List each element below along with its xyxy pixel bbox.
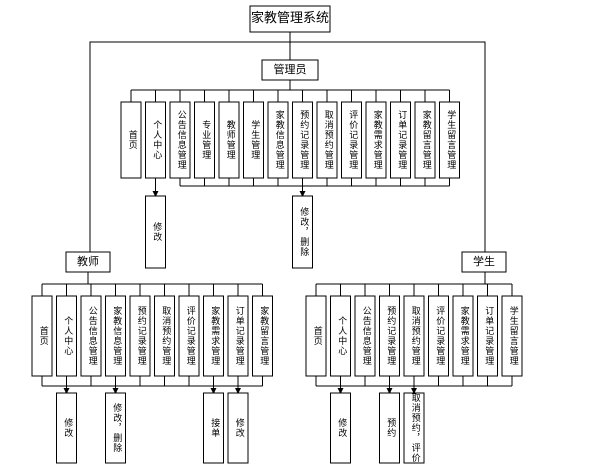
student-node-box (461, 251, 507, 273)
teacher-sub-order-box (227, 392, 249, 464)
teacher-module-7-label: 家教需求管理 (209, 306, 220, 366)
teacher-module-8-label: 订单记录管理 (233, 306, 244, 366)
teacher-module-5-label: 取消预约管理 (160, 306, 171, 366)
teacher-module-4-label: 预约记录管理 (135, 306, 146, 366)
teacher-sub-info-label: 修改，删除 (111, 403, 122, 453)
student-sub-booking-box (403, 392, 425, 464)
root-to-student-line (290, 41, 486, 252)
teacher-sub-order-label: 修改 (233, 418, 244, 438)
admin-module-0-box (120, 101, 142, 179)
admin-module-2-label: 公告信息管理 (175, 110, 186, 170)
student-module-8-label: 学生留言管理 (507, 306, 518, 366)
admin-sub-personal-label: 修改 (151, 222, 162, 242)
admin-module-6-label: 家教信息管理 (273, 110, 284, 170)
teacher-sub-demand-label: 接单 (209, 418, 220, 438)
teacher-module-6-label: 评价记录管理 (184, 306, 195, 366)
teacher-module-2-label: 公告信息管理 (86, 306, 97, 366)
admin-module-12-label: 家教留言管理 (420, 110, 431, 170)
student-sub-personal-box (330, 392, 351, 464)
student-module-1-label: 个人中心 (336, 316, 347, 356)
admin-module-0-label: 首页 (126, 130, 137, 150)
admin-module-3-label: 专业管理 (200, 120, 211, 160)
student-sub-info-label: 预约 (385, 418, 396, 438)
student-node-label: 学生 (473, 255, 495, 269)
teacher-sub-personal-label: 修改 (62, 418, 73, 438)
teacher-node-label: 教师 (77, 255, 99, 269)
student-module-6-label: 家教需求管理 (458, 306, 469, 366)
teacher-module-1-label: 个人中心 (62, 316, 73, 356)
admin-node-label: 管理员 (273, 63, 307, 77)
admin-sub-actions-box (292, 195, 313, 269)
teacher-module-9-label: 家教留言管理 (258, 306, 269, 366)
teacher-module-3-label: 家教信息管理 (111, 306, 122, 366)
student-sub-info-box (379, 392, 400, 464)
admin-sub-personal-box (145, 195, 166, 269)
admin-module-5-label: 学生管理 (249, 120, 260, 160)
admin-module-13-label: 学生留言管理 (445, 110, 456, 170)
root-node-label: 家教管理系统 (250, 11, 329, 27)
admin-module-9-label: 评价记录管理 (347, 110, 358, 170)
teacher-sub-demand-box (203, 392, 224, 464)
admin-module-11-label: 订单记录管理 (396, 110, 407, 170)
teacher-sub-info-box (105, 392, 126, 464)
teacher-module-0-label: 首页 (37, 326, 48, 346)
admin-module-1-label: 个人中心 (151, 120, 162, 160)
admin-module-8-label: 取消预约管理 (322, 110, 333, 170)
admin-module-7-label: 预约记录管理 (298, 110, 309, 170)
student-module-4-label: 取消预约管理 (409, 306, 420, 366)
student-module-5-label: 评价记录管理 (434, 306, 445, 366)
admin-module-4-label: 教师管理 (224, 120, 235, 160)
student-module-2-label: 公告信息管理 (360, 306, 371, 366)
student-module-3-label: 预约记录管理 (385, 306, 396, 366)
student-sub-personal-label: 修改 (336, 418, 347, 438)
student-module-0-label: 首页 (311, 326, 322, 346)
admin-sub-actions-label: 修改，删除 (298, 207, 309, 257)
student-module-7-label: 订单记录管理 (483, 306, 494, 366)
admin-module-10-label: 家教需求管理 (371, 110, 382, 170)
teacher-sub-personal-box (56, 392, 77, 464)
student-sub-booking-label: 取消预约，评价 (409, 393, 420, 463)
root-to-teacher-line (89, 41, 290, 252)
